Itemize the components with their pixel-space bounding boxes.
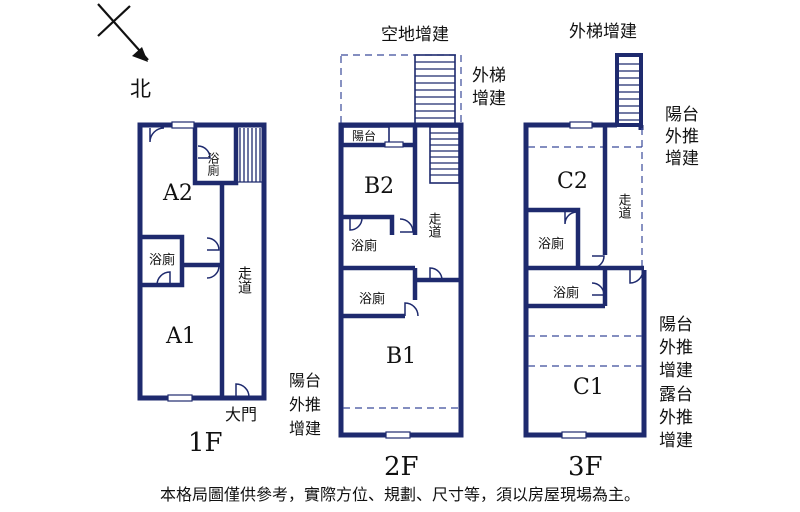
- f1-outer-wall: [137, 122, 267, 401]
- compass-north-label: 北: [130, 77, 151, 101]
- f2-room-b2: B2: [364, 174, 394, 199]
- f2-door-corridor: [429, 267, 443, 281]
- f1-main-door-label: 大門: [225, 405, 257, 424]
- f3-balcony-top-label-2: 外推: [665, 127, 699, 147]
- f2-balcony-ext-label-1: 陽台: [289, 371, 321, 390]
- floor-2f: 空地增建 外梯 增建 陽台 B2 走道 浴廁 浴廁 B1 陽台 外推 增建 2F: [289, 25, 506, 482]
- f1-door-bath-lower: [156, 271, 171, 286]
- f3-terrace-label-2: 外推: [659, 408, 693, 428]
- f2-balcony-ext-label-2: 外推: [289, 395, 321, 414]
- f2-stairs: [430, 132, 459, 176]
- f2-stairs-box: [429, 126, 460, 184]
- f2-annex-stairs-label-1: 外梯: [472, 66, 506, 86]
- f1-door-a1-corridor: [206, 265, 220, 279]
- f2-annex-stairs-label-2: 增建: [472, 89, 506, 109]
- f3-room-c1: C1: [573, 375, 604, 400]
- f1-corridor-label: 走道: [236, 266, 252, 295]
- f2-annex-stairs: [415, 61, 455, 119]
- f2-balcony-label: 陽台: [352, 128, 376, 143]
- f2-window-balcony: [384, 141, 404, 148]
- f1-bath-upper-label: 浴廁: [206, 152, 220, 177]
- f3-door-c2: [591, 255, 605, 269]
- f3-annex-stairs: [619, 63, 639, 121]
- floor-1f: 浴廁 A2 浴廁 A1 走道 大門 1F: [137, 121, 267, 458]
- f3-annex-stairs-label: 外梯增建: [569, 22, 637, 42]
- f2-door-b1: [404, 302, 419, 317]
- f1-bath-lower-label: 浴廁: [149, 252, 175, 268]
- f3-window-top: [569, 121, 593, 129]
- f3-terrace-label-3: 增建: [659, 431, 693, 451]
- f2-annex-empty-lot-label: 空地增建: [381, 25, 449, 45]
- f3-window-bottom: [561, 431, 587, 439]
- f2-room-b1: B1: [386, 344, 416, 369]
- f1-bath-upper-wall: [192, 125, 239, 186]
- f3-balcony-mid-label-3: 增建: [659, 361, 693, 381]
- f2-balcony-ext-label-3: 增建: [289, 419, 321, 438]
- f3-terrace-label-1: 露台: [659, 385, 693, 405]
- f3-bath-upper-label: 浴廁: [538, 236, 564, 252]
- f1-floor-name: 1F: [188, 428, 223, 458]
- f1-room-a1: A1: [165, 324, 196, 349]
- f1-window-top: [171, 121, 195, 129]
- f3-door-bath-lower: [591, 282, 605, 296]
- f3-corridor-label: 走道: [616, 193, 632, 219]
- f3-door-bath-upper: [564, 211, 578, 225]
- f3-outer-wall: [523, 122, 647, 438]
- floor-3f: 外梯增建 陽台 外推 增建 C2 走道 浴廁 浴廁 C1 陽台 外推 增建 露台…: [523, 22, 699, 482]
- f1-door-main: [235, 383, 250, 398]
- f3-c2-wall: [526, 207, 581, 268]
- f2-door-b2: [399, 218, 414, 233]
- f3-floor-name: 3F: [568, 452, 603, 482]
- f3-balcony-mid-label-1: 陽台: [659, 315, 693, 335]
- disclaimer-text: 本格局圖僅供參考，實際方位、規劃、尺寸等，須以房屋現場為主。: [160, 485, 640, 504]
- compass-crossbar: [97, 5, 131, 37]
- f1-stairs: [236, 128, 264, 183]
- f3-annex-stairs-box: [615, 53, 643, 127]
- compass-arrowhead-icon: [132, 47, 148, 62]
- f2-corridor-label: 走道: [426, 212, 442, 238]
- f1-door-bath-upper: [197, 145, 211, 159]
- f3-balcony-top-label-1: 陽台: [665, 105, 699, 125]
- f2-window-bottom: [385, 431, 411, 439]
- f3-balcony-top-label-3: 增建: [665, 149, 699, 169]
- f3-door-balcony: [629, 269, 644, 284]
- f1-room-a2: A2: [162, 181, 193, 206]
- f1-window-bottom: [167, 394, 193, 402]
- f1-door-a2-corridor: [206, 237, 220, 251]
- f2-door-bath-upper: [349, 217, 363, 231]
- compass: 北: [97, 3, 151, 101]
- f1-bath-lower-wall: [140, 234, 185, 288]
- f2-floor-name: 2F: [384, 452, 419, 482]
- f2-b2-wall: [341, 214, 395, 235]
- f3-balcony-mid-label-2: 外推: [659, 338, 693, 358]
- f2-annex-empty-lot-outline: [340, 54, 462, 126]
- f1-door-a2: [149, 127, 165, 143]
- f3-room-c2: C2: [557, 169, 588, 194]
- f3-bath-lower-label: 浴廁: [553, 285, 579, 301]
- f2-bath-lower-label: 浴廁: [359, 291, 385, 307]
- f2-bath-upper-label: 浴廁: [351, 238, 377, 254]
